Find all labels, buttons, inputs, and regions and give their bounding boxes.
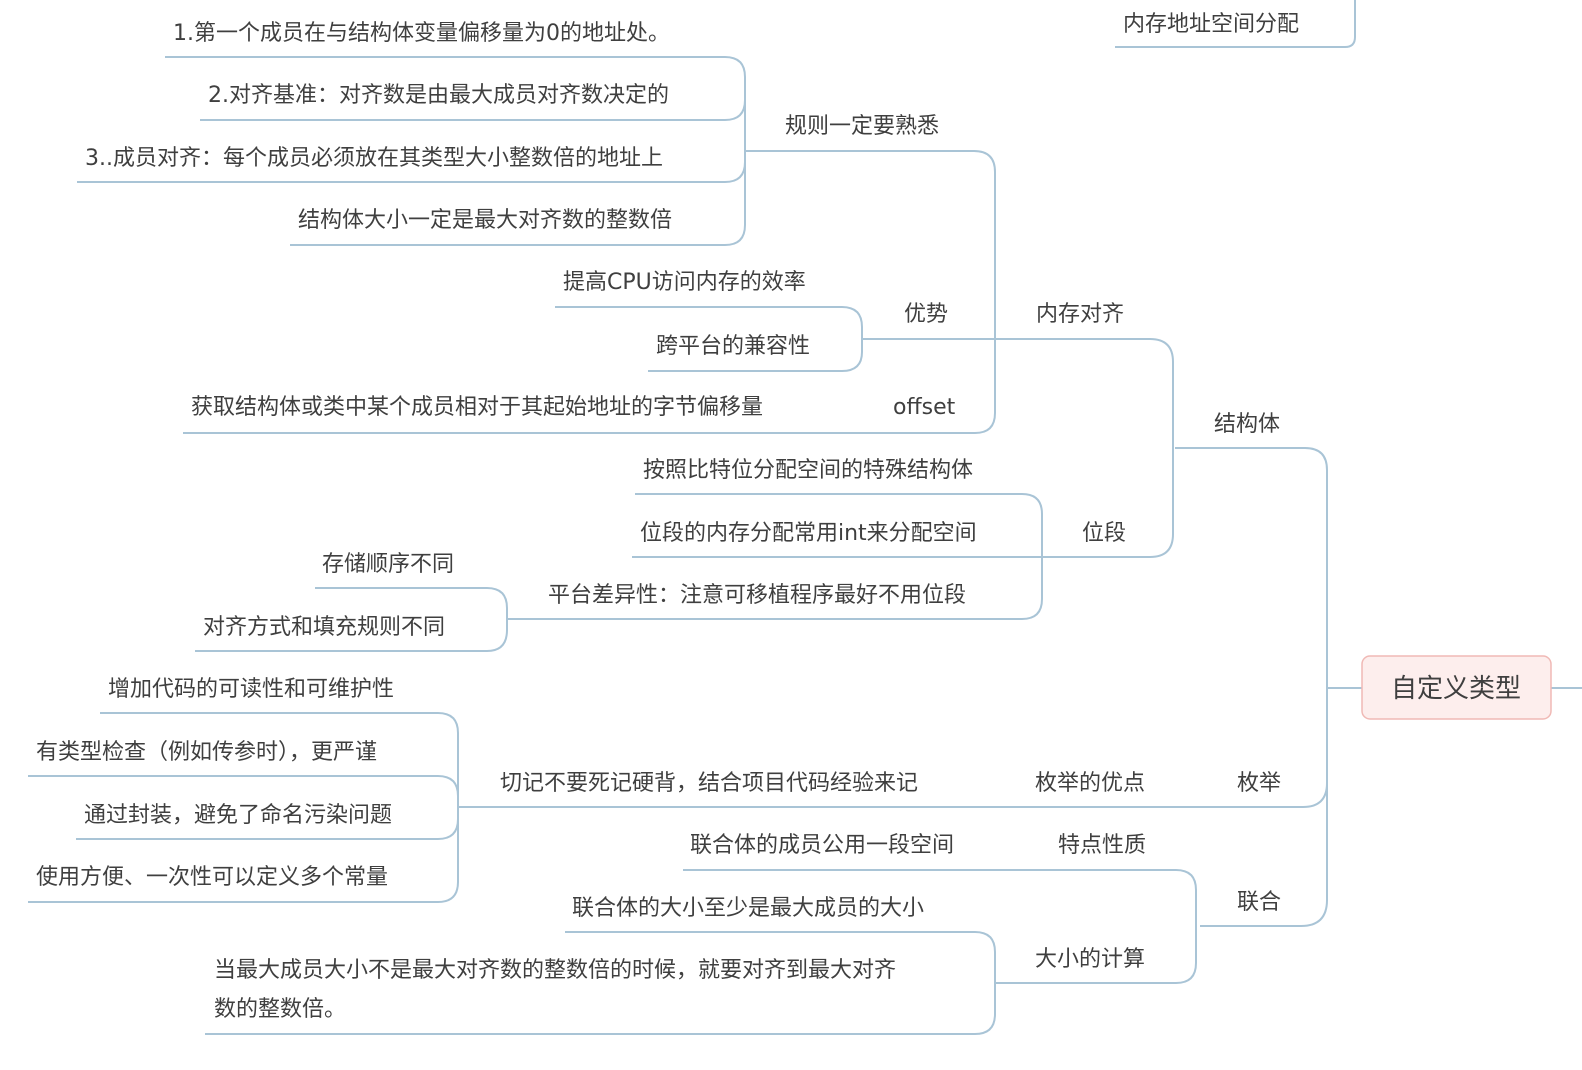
advantage-label[interactable]: 优势 — [904, 302, 948, 327]
root-node-box — [1361, 655, 1552, 720]
advantage-item-2[interactable]: 跨平台的兼容性 — [656, 334, 810, 359]
union-node-label[interactable]: 联合 — [1237, 890, 1281, 915]
union-size-item-2-line-2[interactable]: 数的整数倍。 — [214, 997, 346, 1022]
bitfield-item-2[interactable]: 位段的内存分配常用int来分配空间 — [640, 521, 977, 546]
bitfield-item-1[interactable]: 按照比特位分配空间的特殊结构体 — [643, 458, 973, 483]
rule-item-2[interactable]: 2.对齐基准：对齐数是由最大成员对齐数决定的 — [208, 83, 669, 108]
memory-alignment-label[interactable]: 内存对齐 — [1036, 302, 1124, 327]
advantage-item-1[interactable]: 提高CPU访问内存的效率 — [563, 270, 806, 295]
root-node-label[interactable]: 自定义类型 — [1391, 674, 1521, 704]
bitfield-item-3[interactable]: 平台差异性：注意可移植程序最好不用位段 — [548, 583, 966, 608]
enum-note[interactable]: 切记不要死记硬背，结合项目代码经验来记 — [500, 771, 918, 796]
platform-sub-item-2[interactable]: 对齐方式和填充规则不同 — [203, 615, 445, 640]
union-size-item-1[interactable]: 联合体的大小至少是最大成员的大小 — [572, 896, 924, 921]
rule-item-3[interactable]: 3..成员对齐：每个成员必须放在其类型大小整数倍的地址上 — [85, 146, 663, 171]
enum-item-2[interactable]: 有类型检查（例如传参时），更严谨 — [36, 740, 377, 765]
platform-sub-item-1[interactable]: 存储顺序不同 — [322, 552, 454, 577]
memory-address-space-label[interactable]: 内存地址空间分配 — [1123, 12, 1299, 37]
connector-lines — [28, 0, 1582, 1035]
bitfield-label[interactable]: 位段 — [1082, 521, 1126, 546]
offset-desc[interactable]: 获取结构体或类中某个成员相对于其起始地址的字节偏移量 — [191, 395, 763, 420]
enum-item-4[interactable]: 使用方便、一次性可以定义多个常量 — [36, 865, 388, 890]
enum-node-label[interactable]: 枚举 — [1237, 771, 1281, 796]
rule-item-1[interactable]: 1.第一个成员在与结构体变量偏移量为0的地址处。 — [173, 21, 670, 46]
union-size-label[interactable]: 大小的计算 — [1035, 947, 1145, 972]
struct-node-label[interactable]: 结构体 — [1214, 412, 1280, 437]
offset-label[interactable]: offset — [893, 395, 956, 420]
enum-advantage-label[interactable]: 枚举的优点 — [1035, 771, 1145, 796]
rule-item-4[interactable]: 结构体大小一定是最大对齐数的整数倍 — [298, 208, 672, 233]
enum-item-3[interactable]: 通过封装，避免了命名污染问题 — [84, 803, 392, 828]
enum-item-1[interactable]: 增加代码的可读性和可维护性 — [108, 677, 394, 702]
rules-label[interactable]: 规则一定要熟悉 — [785, 114, 939, 139]
union-feature-desc[interactable]: 联合体的成员公用一段空间 — [690, 833, 954, 858]
union-feature-label[interactable]: 特点性质 — [1058, 833, 1146, 858]
union-size-item-2-line-1[interactable]: 当最大成员大小不是最大对齐数的整数倍的时候，就要对齐到最大对齐 — [214, 958, 896, 983]
